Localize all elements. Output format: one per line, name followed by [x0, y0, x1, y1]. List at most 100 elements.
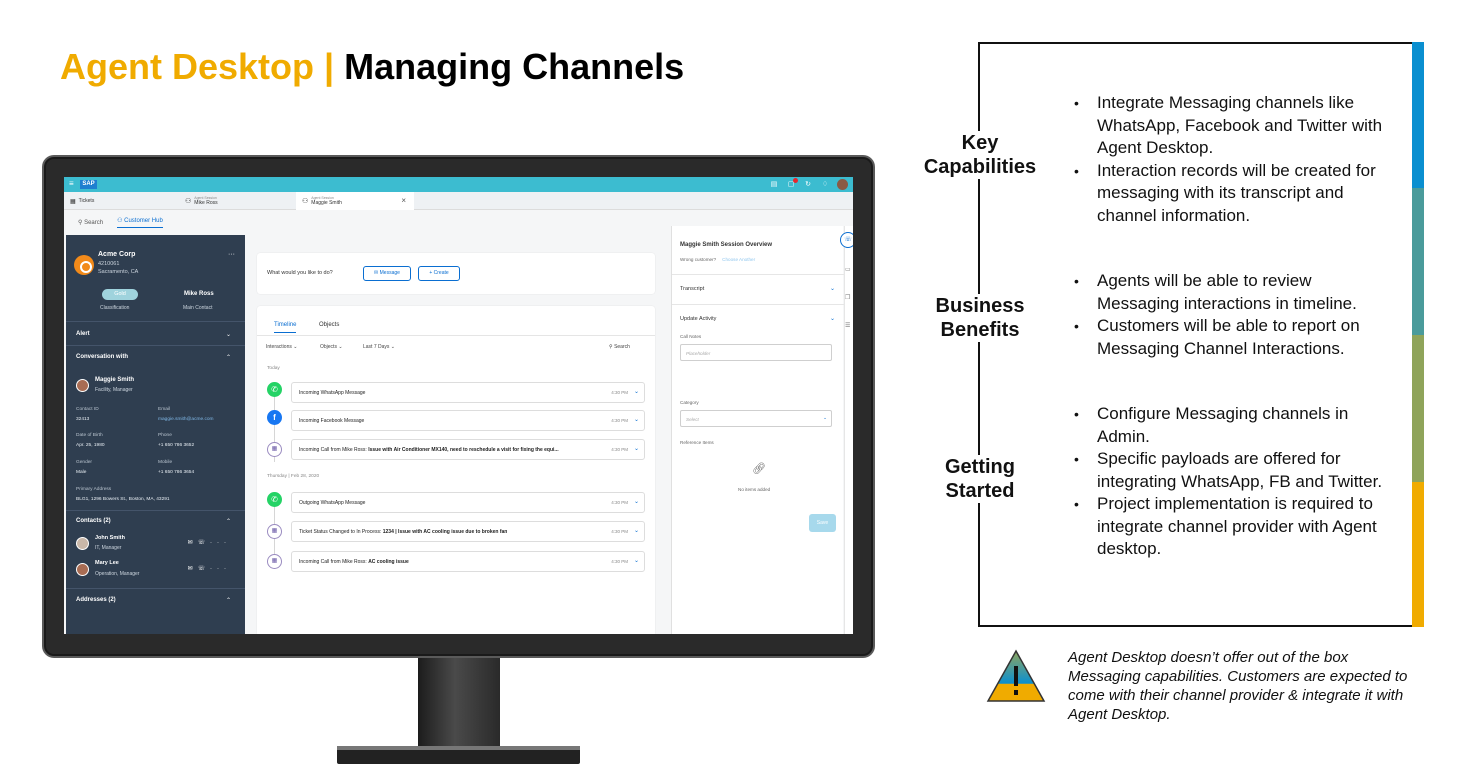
timeline-event[interactable]: Incoming Facebook Message 4:30 PM ⌄	[291, 410, 645, 431]
close-icon[interactable]: ×	[401, 196, 406, 205]
ticket-icon: ▦	[267, 524, 282, 539]
more-icon[interactable]: ···	[228, 251, 235, 258]
chevron-up-icon[interactable]: ⌃	[225, 519, 231, 525]
customer-panel: Acme Corp 4210061 Sacramento, CA ··· Gol…	[66, 235, 245, 634]
user-avatar[interactable]	[837, 179, 848, 190]
filter-interactions[interactable]: Interactions ⌄	[266, 344, 298, 350]
contacts-section[interactable]: Contacts (2)	[76, 518, 111, 524]
timeline-event[interactable]: Ticket Status Changed to In Process: 123…	[291, 521, 645, 542]
main-contact-label: Main Contact	[183, 305, 213, 311]
event-time: 4:30 PM	[611, 418, 628, 423]
sap-logo: SAP	[80, 180, 97, 189]
plus-icon: +	[429, 270, 434, 276]
timeline-event[interactable]: Incoming WhatsApp Message 4:30 PM ⌄	[291, 382, 645, 403]
timeline-event[interactable]: Incoming Call from Mike Ross: Issue with…	[291, 439, 645, 460]
session-title: Maggie Smith Session Overview	[680, 242, 773, 248]
tab-mike-ross[interactable]: ⚇ Agent Session Mike Ross	[182, 192, 292, 210]
list-icon[interactable]: ☰	[845, 323, 851, 329]
tab-tickets[interactable]: ▦ Tickets	[70, 192, 94, 210]
filter-date-range-label: Last 7 Days	[363, 344, 390, 350]
tab-objects[interactable]: Objects	[319, 322, 340, 328]
divider	[66, 321, 245, 322]
filter-interactions-label: Interactions	[266, 344, 292, 350]
app-screen: ≡ SAP ▤ ▢ ↻ ♢ ▦ Tickets ⚇ Agent Session …	[64, 177, 853, 634]
timeline-search[interactable]: ⚲ Search	[609, 344, 630, 350]
save-button[interactable]: Save	[809, 514, 836, 532]
company-id: 4210061	[98, 261, 120, 267]
calendar-icon[interactable]: ▤	[770, 180, 778, 188]
contact-actions[interactable]: ✉☏···	[187, 540, 231, 546]
slide-title: Agent Desktop | Managing Channels	[60, 46, 684, 88]
call-notes-input[interactable]: Placeholder	[680, 344, 832, 361]
address-label: Primary Address	[76, 487, 112, 492]
chat-icon[interactable]: ▭	[845, 267, 851, 273]
address-value: BLG1, 1296 Bowers St., Boston, MA, 43291	[76, 497, 170, 502]
tab-mike-ross-label: Mike Ross	[194, 200, 218, 206]
wrong-customer-label: Wrong customer?	[680, 257, 717, 262]
subnav-customer-hub[interactable]: ⚇ Customer Hub	[117, 217, 163, 228]
chevron-down-icon[interactable]: ⌄	[633, 417, 639, 423]
tab-maggie-smith-text: Agent Session Maggie Smith	[311, 196, 342, 206]
facebook-icon: f	[267, 410, 282, 425]
subnav-customer-hub-label: Customer Hub	[124, 217, 163, 224]
main-contact-name: Mike Ross	[184, 291, 214, 297]
chat-icon[interactable]: ▢	[786, 177, 798, 190]
email-value[interactable]: maggie.smith@acme.com	[158, 417, 214, 422]
copy-icon[interactable]: ❐	[845, 295, 851, 301]
divider	[66, 588, 245, 589]
chevron-down-icon[interactable]: ⌄	[633, 558, 639, 564]
chevron-down-icon[interactable]: ⌄	[633, 389, 639, 395]
category-select[interactable]: Select ⌄	[680, 410, 832, 427]
getting-started-label: Getting Started	[918, 455, 1042, 503]
refresh-icon[interactable]: ↻	[805, 180, 811, 188]
contact-name[interactable]: John Smith	[95, 535, 125, 541]
chevron-down-icon[interactable]: ⌄	[829, 286, 835, 292]
create-button[interactable]: + Create	[418, 266, 460, 281]
chevron-down-icon[interactable]: ⌄	[829, 316, 835, 322]
chevron-down-icon[interactable]: ⌄	[633, 446, 639, 452]
gender-value: Male	[76, 470, 87, 475]
monitor-stand-shine	[337, 746, 580, 750]
phone-icon[interactable]: ☏	[840, 232, 853, 248]
contact-id-label: Contact ID	[76, 407, 99, 412]
update-activity-section[interactable]: Update Activity	[680, 316, 717, 322]
date-group-today: Today	[267, 366, 280, 371]
chevron-up-icon[interactable]: ⌃	[225, 598, 231, 604]
chevron-down-icon[interactable]: ⌄	[633, 528, 639, 534]
event-time: 4:30 PM	[611, 390, 628, 395]
whatsapp-icon: ✆	[267, 382, 282, 397]
event-text: Incoming Call from Mike Ross: Issue with…	[299, 447, 559, 453]
chevron-up-icon[interactable]: ⌃	[225, 355, 231, 361]
choose-another-link[interactable]: Choose Another	[722, 257, 756, 262]
title-main: Managing Channels	[344, 46, 685, 87]
event-text: Ticket Status Changed to In Process: 123…	[299, 529, 507, 535]
event-time: 4:30 PM	[611, 529, 628, 534]
chevron-down-icon[interactable]: ⌄	[633, 499, 639, 505]
filter-objects[interactable]: Objects ⌄	[320, 344, 343, 350]
list-item: Agents will be able to review Messaging …	[1072, 270, 1392, 315]
tab-bar: ▦ Tickets ⚇ Agent Session Mike Ross ⚇ Ag…	[64, 192, 853, 210]
filter-date-range[interactable]: Last 7 Days ⌄	[363, 344, 395, 350]
timeline-event[interactable]: Outgoing WhatsApp Message 4:30 PM ⌄	[291, 492, 645, 513]
contact-name[interactable]: Mary Lee	[95, 560, 119, 566]
menu-icon[interactable]: ≡	[69, 179, 74, 188]
timeline-card: Timeline Objects Interactions ⌄ Objects …	[257, 306, 655, 634]
transcript-section[interactable]: Transcript	[680, 286, 705, 292]
event-text-prefix: Incoming Call from Mike Ross:	[299, 559, 369, 565]
chevron-down-icon[interactable]: ⌄	[225, 332, 231, 338]
event-text: Outgoing WhatsApp Message	[299, 500, 366, 506]
timeline-event[interactable]: Incoming Call from Mike Ross: AC cooling…	[291, 551, 645, 572]
email-label: Email	[158, 407, 170, 412]
divider	[257, 335, 655, 336]
monitor-neck	[418, 656, 500, 756]
subnav-search-label: Search	[84, 219, 104, 226]
conversation-section[interactable]: Conversation with	[76, 354, 129, 360]
subnav-search[interactable]: ⚲ Search	[78, 219, 103, 226]
tab-maggie-smith[interactable]: ⚇ Agent Session Maggie Smith ×	[296, 192, 414, 210]
addresses-section[interactable]: Addresses (2)	[76, 597, 116, 603]
contact-actions[interactable]: ✉☏···	[187, 566, 231, 572]
alert-section[interactable]: Alert	[76, 331, 90, 337]
tab-timeline[interactable]: Timeline	[274, 322, 297, 333]
bell-icon[interactable]: ♢	[821, 180, 829, 188]
message-button[interactable]: ✉ Message	[363, 266, 411, 281]
